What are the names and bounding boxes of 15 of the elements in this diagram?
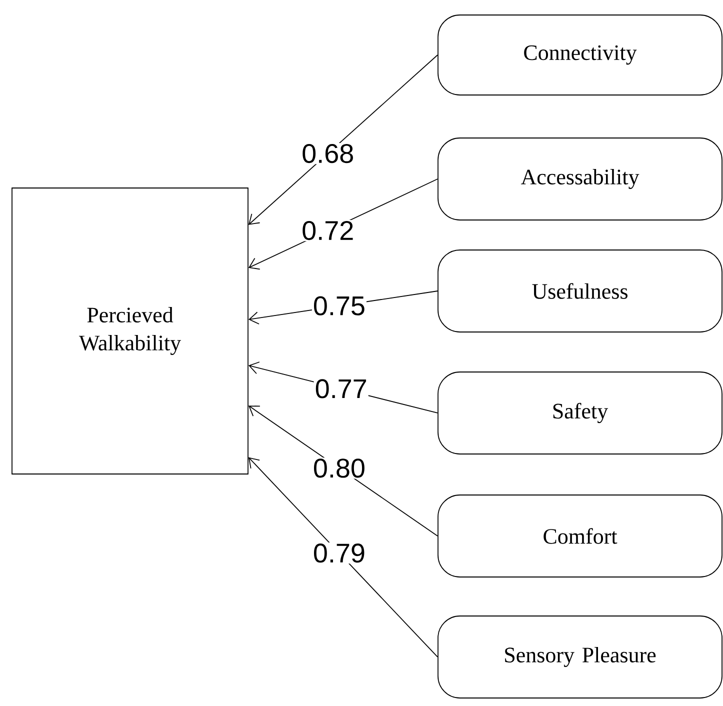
edge-label: 0.75 bbox=[314, 296, 364, 316]
rounded-box: Connectivity bbox=[438, 14, 722, 96]
rounded-box: Comfort bbox=[438, 494, 722, 578]
edge-label: 0.72 bbox=[302, 221, 353, 240]
rounded-box: Sensory Pleasure bbox=[438, 616, 722, 698]
rounded-box: Accessability bbox=[438, 138, 722, 220]
edge-label: 0.68 bbox=[302, 144, 353, 164]
arrow bbox=[248, 457, 438, 658]
rounded-box: Safety bbox=[438, 372, 722, 454]
arrow bbox=[248, 54, 438, 225]
rounded-box: Usefulness bbox=[438, 250, 722, 332]
edge-label: 0.79 bbox=[314, 544, 364, 563]
edge-label: 0.77 bbox=[316, 379, 366, 398]
edge-label: 0.80 bbox=[314, 458, 364, 478]
rectangle-box: Percieved Walkability bbox=[12, 188, 248, 474]
